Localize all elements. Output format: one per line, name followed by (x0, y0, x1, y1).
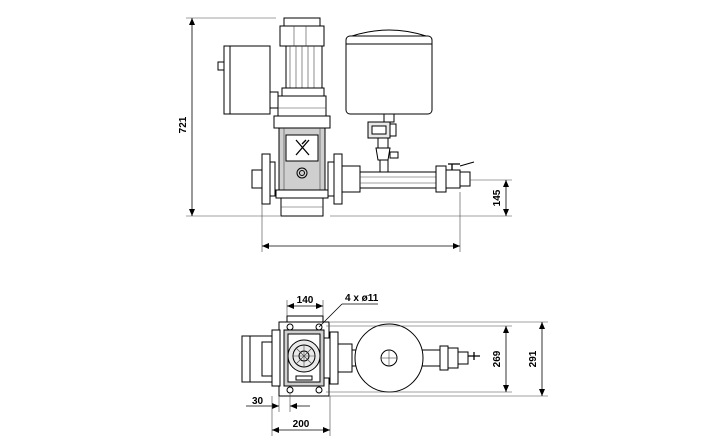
motor-top (283, 329, 325, 387)
dim-label-height: 721 (178, 116, 189, 133)
pump-body (273, 115, 331, 217)
side-view: 721 145 (178, 17, 512, 252)
dim-label-inlet-height: 145 (492, 189, 503, 206)
dim-label-depth-outer: 291 (528, 350, 539, 367)
dim-291: 291 (330, 321, 548, 397)
dim-200: 200 (271, 396, 331, 436)
outlet-flange (327, 153, 475, 205)
dim-label-holes: 4 x ø11 (345, 293, 379, 304)
dim-label-depth-inner: 269 (492, 350, 503, 367)
dim-label-foot-width: 140 (297, 295, 314, 306)
dim-145: 145 (330, 179, 512, 217)
top-view: 140 4 x ø11 269 291 30 (241, 293, 548, 436)
dim-label-offset: 30 (252, 396, 264, 407)
dim-holes: 4 x ø11 (318, 293, 379, 328)
dim-label-width: 200 (293, 419, 310, 430)
dim-269: 269 (326, 325, 512, 393)
dim-30: 30 (246, 393, 310, 412)
dim-721: 721 (178, 17, 280, 217)
pressure-switch (367, 121, 399, 173)
motor (277, 17, 327, 117)
pressure-tank-top (354, 323, 424, 393)
pressure-tank (345, 29, 433, 123)
control-box (217, 45, 279, 115)
inlet-flange (251, 153, 276, 205)
control-box-top (241, 329, 281, 387)
dim-140: 140 (286, 295, 324, 316)
dim-overall-width (261, 192, 461, 252)
